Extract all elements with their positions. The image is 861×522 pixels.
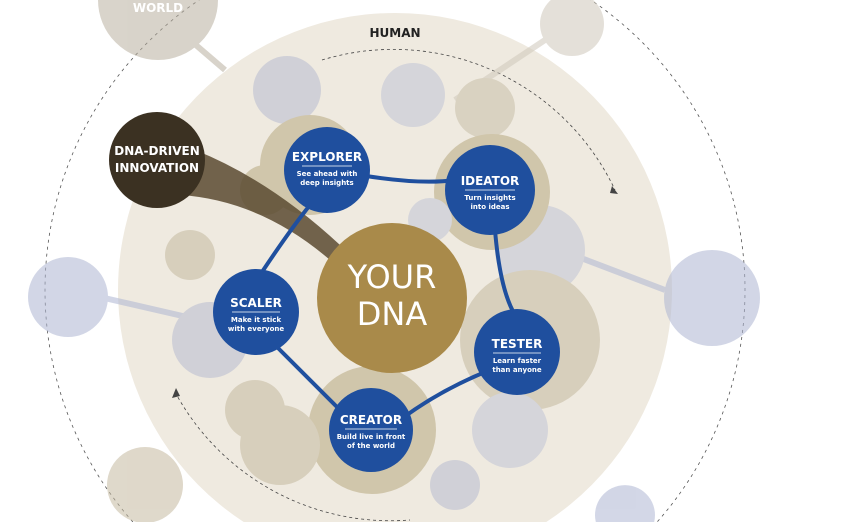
world-label: WORLD bbox=[133, 1, 183, 15]
node-caption: into ideas bbox=[470, 203, 509, 211]
innovation-line1: DNA-DRIVEN bbox=[114, 144, 199, 158]
innovation-connector bbox=[180, 150, 340, 260]
node-caption: Build live in front bbox=[337, 433, 406, 441]
node-title: IDEATOR bbox=[461, 174, 520, 188]
node-caption: with everyone bbox=[228, 325, 284, 333]
node-caption: Turn insights bbox=[464, 194, 515, 202]
human-label: HUMAN bbox=[369, 26, 420, 40]
node-title: EXPLORER bbox=[292, 150, 362, 164]
node-caption: than anyone bbox=[492, 366, 542, 374]
node-scaler: SCALER Make it stick with everyone bbox=[213, 269, 299, 355]
node-title: SCALER bbox=[230, 296, 282, 310]
node-caption: Make it stick bbox=[231, 316, 282, 324]
center-line1: YOUR bbox=[347, 258, 437, 296]
cycle-arrow-bottom bbox=[174, 391, 411, 522]
node-caption: deep insights bbox=[300, 179, 353, 187]
node-tester: TESTER Learn faster than anyone bbox=[474, 309, 560, 395]
arrowhead-icon bbox=[610, 186, 618, 194]
node-caption: Learn faster bbox=[493, 357, 542, 365]
node-title: CREATOR bbox=[340, 413, 402, 427]
node-creator: CREATOR Build live in front of the world bbox=[329, 388, 413, 472]
node-title: TESTER bbox=[492, 337, 543, 351]
node-caption: of the world bbox=[347, 442, 395, 450]
node-explorer: EXPLORER See ahead with deep insights bbox=[284, 127, 370, 213]
cycle-arrow-top bbox=[321, 49, 616, 191]
center-line2: DNA bbox=[357, 295, 428, 333]
innovation-line2: INNOVATION bbox=[115, 161, 199, 175]
your-dna-node bbox=[317, 223, 467, 373]
innovation-node bbox=[109, 112, 205, 208]
arrowhead-icon bbox=[172, 388, 180, 398]
node-ideator: IDEATOR Turn insights into ideas bbox=[445, 145, 535, 235]
node-caption: See ahead with bbox=[297, 170, 358, 178]
